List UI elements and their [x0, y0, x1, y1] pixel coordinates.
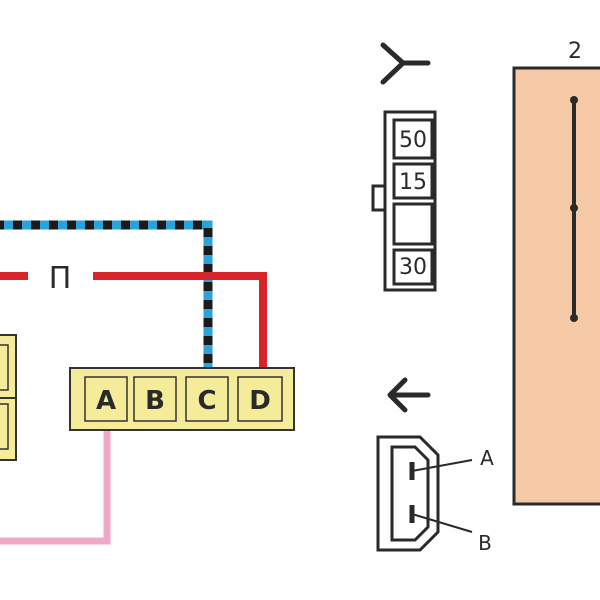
- pin-b: B: [145, 386, 165, 416]
- pin-c: C: [197, 386, 216, 416]
- terminal-30: 30: [399, 255, 427, 280]
- connector-abcd: A B C D: [69, 367, 295, 431]
- plug-connector: [376, 435, 473, 552]
- relay: [512, 66, 600, 506]
- plug-label-a: A: [480, 446, 494, 470]
- pin-d: D: [249, 386, 271, 416]
- pink-wire: [0, 428, 111, 545]
- terminal-50: 50: [399, 128, 427, 153]
- red-wire: [0, 272, 267, 372]
- plug-label-b: B: [478, 531, 492, 555]
- blue-black-wire: [0, 220, 213, 372]
- left-partial-connector: [0, 334, 17, 461]
- arrow-left-icon: [387, 377, 431, 413]
- wire-label: П: [49, 261, 72, 296]
- pin-a: A: [96, 386, 116, 416]
- y-fork-icon: [380, 42, 431, 85]
- relay-number: 2: [568, 39, 582, 64]
- terminal-15: 15: [399, 170, 427, 195]
- ignition-terminal-block: [371, 110, 437, 292]
